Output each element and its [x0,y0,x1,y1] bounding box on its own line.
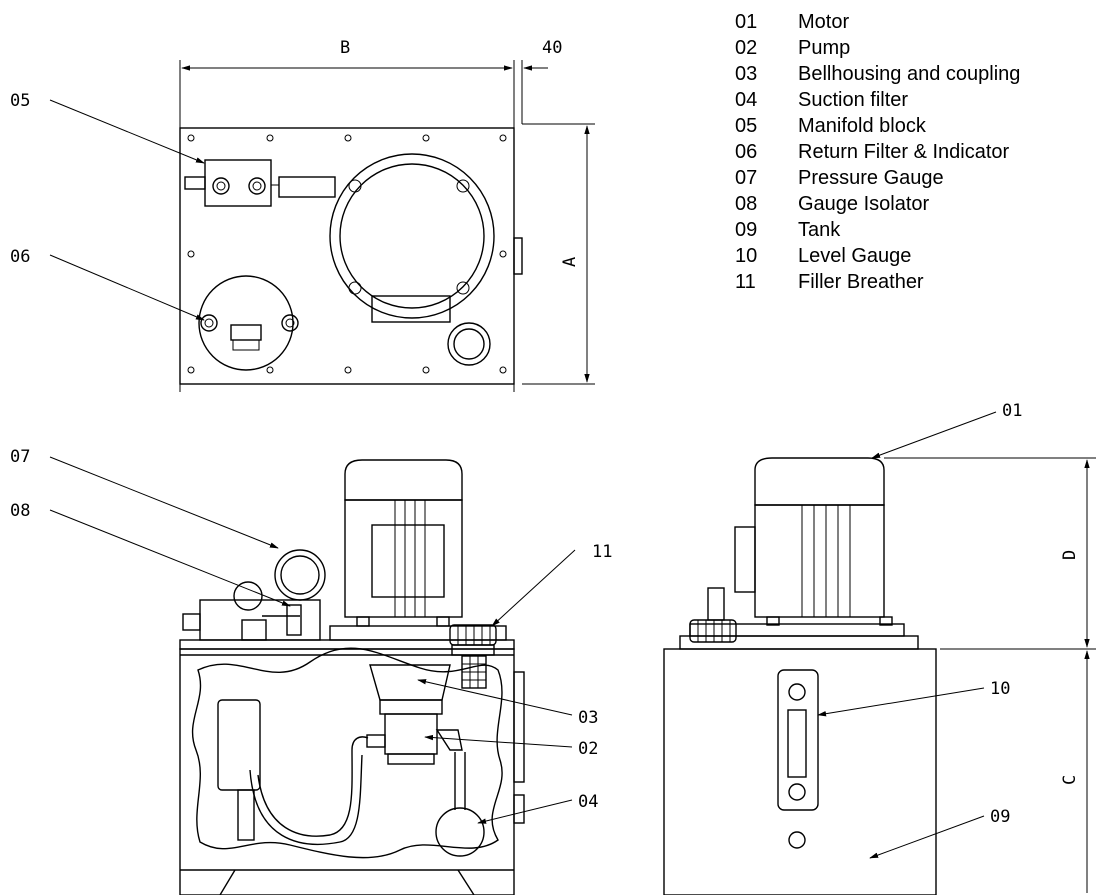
legend-num: 07 [735,167,757,189]
legend-num: 09 [735,219,757,241]
legend-label: Suction filter [798,89,908,111]
level-gauge-stub [513,237,523,275]
pressure-gauge-front [274,549,326,601]
bolt-holes [187,134,507,374]
dimension-40-label: 40 [542,38,562,58]
filler-breather-front [449,624,497,656]
front-view: 07 08 11 03 02 04 [10,447,612,895]
legend-label: Level Gauge [798,245,911,267]
callout-03: 03 [578,708,598,728]
legend-label: Bellhousing and coupling [798,63,1020,85]
legend-label: Manifold block [798,115,927,137]
legend-label: Tank [798,219,841,241]
level-gauge-side [777,669,819,849]
legend-label: Pump [798,37,850,59]
callout-11: 11 [592,542,612,562]
callout-04: 04 [578,792,598,812]
callout-09: 09 [990,807,1010,827]
return-element [217,699,261,791]
callout-07: 07 [10,447,30,467]
suction-filter-front [435,807,485,857]
dimension-b-label: B [340,38,350,58]
manifold-block [184,159,336,207]
legend-label: Return Filter & Indicator [798,141,1010,163]
legend-num: 11 [735,271,756,293]
legend-label: Pressure Gauge [798,167,944,189]
dimension-a-label: A [560,257,580,267]
legend-label: Motor [798,11,849,33]
motor-flange-top [329,153,495,323]
callout-01: 01 [1002,401,1022,421]
callout-06: 06 [10,247,30,267]
legend-num: 05 [735,115,757,137]
legend-num: 06 [735,141,757,163]
dimension-d-label: D [1060,550,1080,560]
manifold-front [182,581,321,641]
dimension-c-label: C [1060,775,1080,785]
callout-10: 10 [990,679,1010,699]
legend-num: 10 [735,245,757,267]
callout-05: 05 [10,91,30,111]
parts-legend: 01 Motor 02 Pump 03 Bellhousing and coup… [735,11,1020,293]
return-filter-top [198,275,299,371]
side-view: D C 01 10 09 [663,401,1096,895]
bellhousing-front [369,655,487,701]
legend-num: 08 [735,193,757,215]
tank-front [179,648,515,895]
legend-num: 01 [735,11,757,33]
plan-view: B 40 A 05 06 [10,38,595,392]
callout-08: 08 [10,501,30,521]
tank-side [663,648,937,895]
legend-label: Gauge Isolator [798,193,930,215]
pump-front [366,699,463,765]
callout-02: 02 [578,739,598,759]
filler-breather-side [689,587,737,643]
legend-label: Filler Breather [798,271,924,293]
legend-num: 03 [735,63,757,85]
filler-breather-top [447,322,491,366]
motor-front [344,459,463,627]
legend-num: 02 [735,37,757,59]
motor-side [734,457,893,626]
base-plate [179,127,515,385]
legend-num: 04 [735,89,757,111]
